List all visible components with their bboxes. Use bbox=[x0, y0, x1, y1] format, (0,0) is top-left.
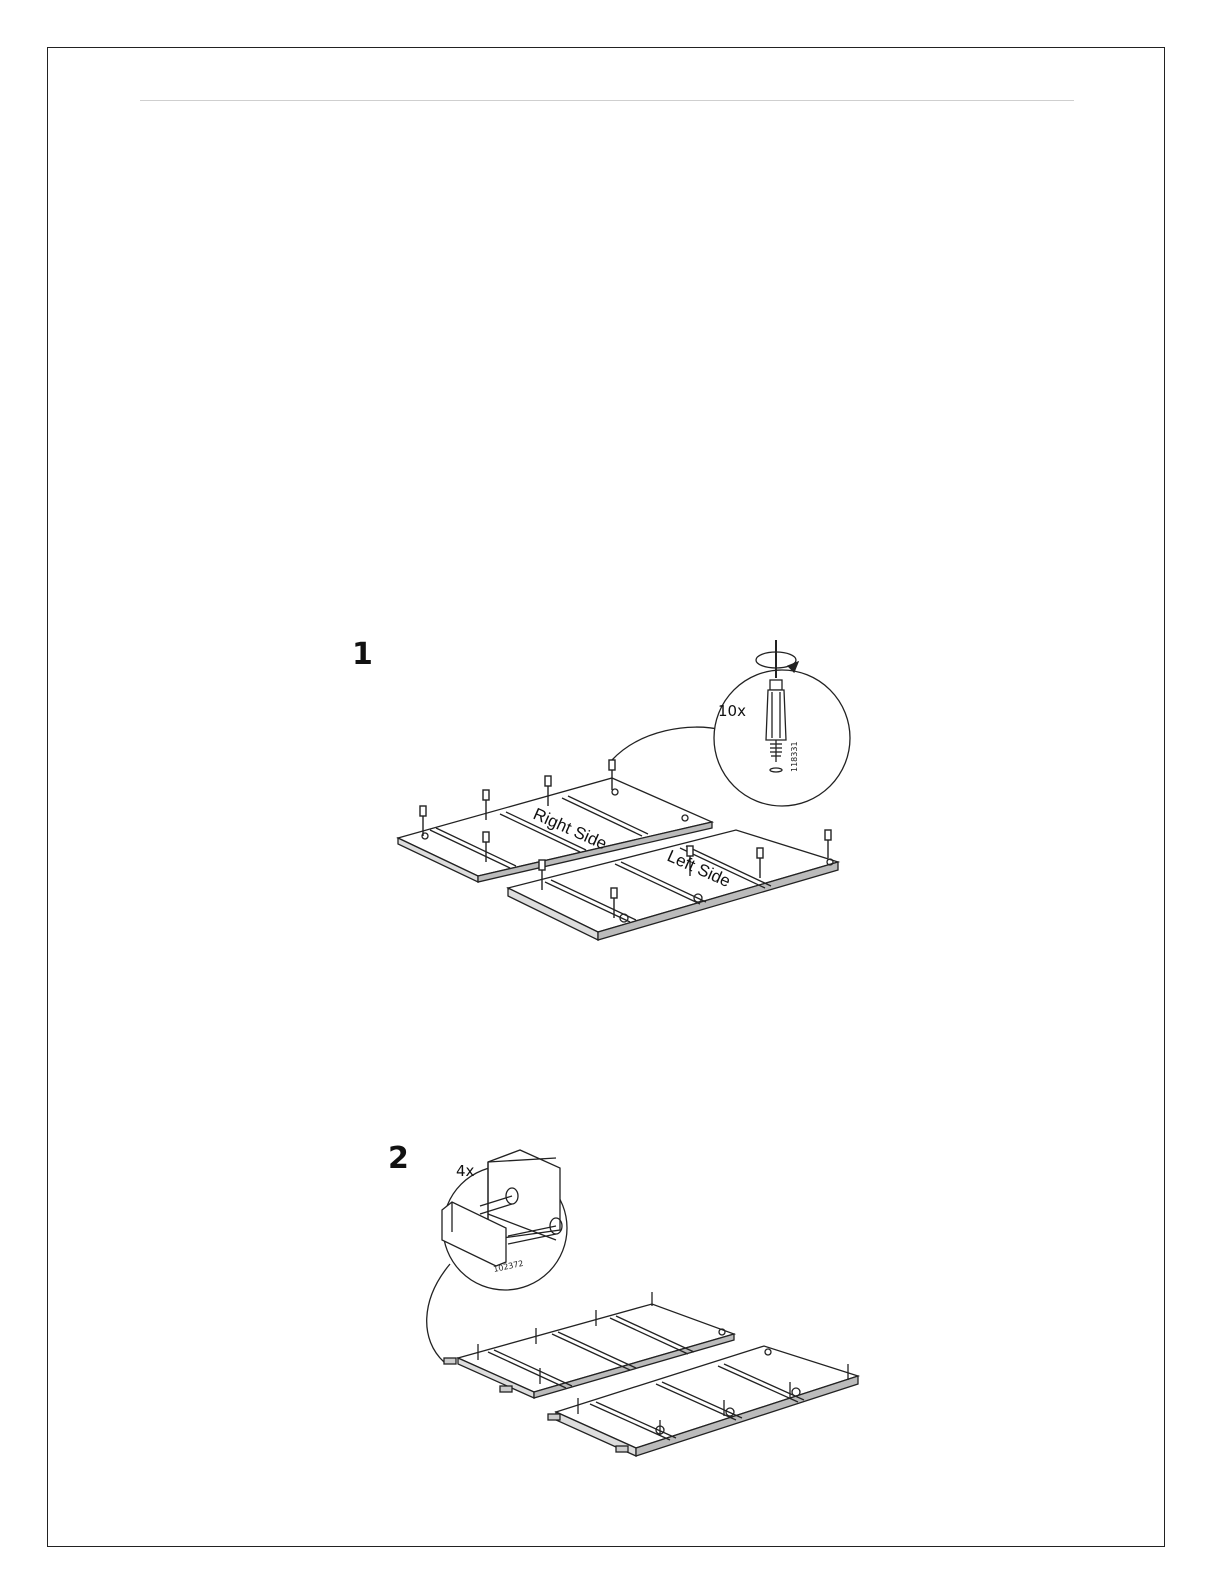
step-2-illustration bbox=[427, 1150, 858, 1456]
step-2-quantity: 4x bbox=[456, 1162, 475, 1180]
screw-detail-callout bbox=[714, 640, 850, 806]
step-1-part-number: 118331 bbox=[790, 741, 799, 772]
callout-leader bbox=[612, 727, 722, 760]
step-1-quantity: 10x bbox=[718, 702, 746, 720]
callout-leader-2 bbox=[427, 1264, 450, 1362]
step-1-illustration bbox=[398, 640, 850, 940]
